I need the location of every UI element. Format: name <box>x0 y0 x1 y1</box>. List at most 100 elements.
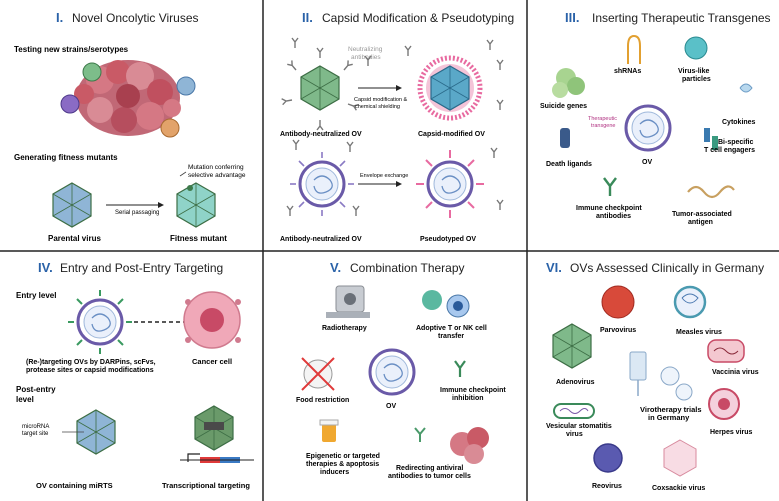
epigenetic-label-line3: inducers <box>320 469 349 476</box>
virus-strain-icons <box>60 62 196 138</box>
retargeting-label-line2: protease sites or capsid modifications <box>26 367 154 374</box>
adoptive-transfer-line2: transfer <box>438 333 464 340</box>
virotherapy-trials-line1: Virotherapy trials <box>640 405 702 414</box>
retargeting-label-line1: (Re-)targeting OVs by DARPins, scFvs, <box>26 359 156 366</box>
suicide-gene-icon <box>552 68 585 98</box>
death-ligand-icon <box>560 128 570 148</box>
checkpoint-inhibition-line2: inhibition <box>452 395 484 402</box>
panel-capsid-modification: II. Capsid Modification & Pseudotyping N… <box>280 10 514 243</box>
subheading-fitness-mutants: Generating fitness mutants <box>14 153 118 162</box>
orange-virus-icon <box>160 118 180 138</box>
measles-virus-label: Measles virus <box>676 329 722 336</box>
panel-novel-oncolytic-viruses: I. Novel Oncolytic Viruses Testing new s… <box>14 10 246 243</box>
measles-virus-icon <box>673 285 707 319</box>
epigenetic-label-line2: therapies & apoptosis <box>306 461 379 468</box>
parvovirus-label: Parvovirus <box>600 327 636 334</box>
ov-mirts-label: OV containing miRTS <box>36 481 113 490</box>
redirect-label-line2: antibodies to tumor cells <box>388 473 471 480</box>
panel-numeral: I. <box>56 10 63 25</box>
food-restriction-icon <box>301 357 335 391</box>
retargeted-ov-icon <box>68 290 132 354</box>
antibody-neutralized-ov-label-1: Antibody-neutralized OV <box>280 131 362 138</box>
parental-virus-label: Parental virus <box>48 234 101 243</box>
ov-label: OV <box>642 159 652 166</box>
panel-entry-targeting: IV. Entry and Post-Entry Targeting Entry… <box>16 260 254 490</box>
vsv-icon <box>553 403 595 419</box>
adenovirus-label: Adenovirus <box>556 379 595 386</box>
panel-title: Inserting Therapeutic Transgenes <box>592 11 771 25</box>
cancer-cell-icon <box>183 291 241 349</box>
cytokines-label: Cytokines <box>722 119 756 126</box>
post-entry-label-line1: Post-entry <box>16 385 56 394</box>
pill-bottle-icon <box>319 419 339 442</box>
virus-like-particle-icon <box>684 36 708 60</box>
panel-title: OVs Assessed Clinically in Germany <box>570 261 764 275</box>
neutralizing-antibodies-line1: Neutralizing <box>348 46 383 53</box>
panel-title: Capsid Modification & Pseudotyping <box>322 11 514 25</box>
capsid-note-line1: Capsid modification & <box>354 97 408 103</box>
cytokine-icon <box>739 83 753 93</box>
panel-ovs-germany: VI. OVs Assessed Clinically in Germany P… <box>546 260 764 492</box>
blue-virus-icon <box>176 76 196 96</box>
panel-title: Entry and Post-Entry Targeting <box>60 261 223 275</box>
mutation-note-line2: selective advantage <box>188 172 246 179</box>
fitness-mutant-label: Fitness mutant <box>170 234 227 243</box>
mutation-note-line1: Mutation conferring <box>188 164 244 171</box>
reovirus-icon <box>593 443 623 473</box>
serial-passaging-label: Serial passaging <box>115 210 159 216</box>
combination-ov-label: OV <box>386 403 396 410</box>
post-entry-label-line2: level <box>16 395 34 404</box>
bispecific-label-line2: T cell engagers <box>704 147 755 154</box>
purple-virus-icon <box>60 94 80 114</box>
panel-numeral: VI. <box>546 260 562 275</box>
panel-combination-therapy: V. Combination Therapy Radiotherapy Adop… <box>296 260 506 480</box>
radiotherapy-machine-icon <box>326 285 370 318</box>
parvovirus-icon <box>601 285 635 319</box>
checkpoint-antibodies-line1: Immune checkpoint <box>576 205 642 212</box>
green-virus-icon <box>82 62 102 82</box>
antibody-neutralized-ov-icon-1 <box>300 65 340 111</box>
virotherapy-trials-icon <box>629 351 693 401</box>
panel-numeral: III. <box>565 10 579 25</box>
parental-virus-icon <box>52 182 92 228</box>
mirna-label-line2: target site <box>22 431 49 437</box>
capsid-modified-ov-icon <box>404 39 504 121</box>
coxsackie-virus-icon <box>663 439 697 477</box>
redirect-label-line1: Redirecting antiviral <box>396 465 463 472</box>
tumor-antigen-icon <box>687 185 735 199</box>
redirect-antibody-tumor-icon <box>414 427 489 464</box>
capsid-modified-ov-label: Capsid-modified OV <box>418 131 485 138</box>
epigenetic-label-line1: Epigenetic or targeted <box>306 453 380 460</box>
checkpoint-inhibition-line1: Immune checkpoint <box>440 387 506 394</box>
panel-title: Combination Therapy <box>350 261 465 275</box>
vaccinia-virus-label: Vaccinia virus <box>712 369 759 376</box>
checkpoint-antibody-icon <box>603 177 617 196</box>
entry-level-label: Entry level <box>16 291 56 300</box>
bispecific-label-line1: Bi-specific <box>718 139 754 146</box>
shrna-icon <box>627 34 641 64</box>
transcriptional-targeting-icon <box>180 405 254 463</box>
shrnas-label: shRNAs <box>614 68 641 75</box>
reovirus-label: Reovirus <box>592 483 622 490</box>
death-ligands-label: Death ligands <box>546 161 592 168</box>
pseudotyped-ov-label: Pseudotyped OV <box>420 236 476 243</box>
panel-numeral: V. <box>330 260 341 275</box>
combination-ov-icon <box>368 348 416 396</box>
checkpoint-antibodies-line2: antibodies <box>596 213 631 220</box>
vlp-label-line2: particles <box>682 76 711 83</box>
suicide-genes-label: Suicide genes <box>540 103 587 110</box>
vsv-label-line1: Vesicular stomatitis <box>546 423 612 430</box>
vsv-label-line2: virus <box>566 431 583 438</box>
checkpoint-inhibitor-icon <box>454 360 466 377</box>
ov-with-transgene-icon <box>624 104 672 152</box>
coxsackie-virus-label: Coxsackie virus <box>652 485 705 492</box>
bispecific-engager-icon <box>704 128 718 150</box>
vaccinia-virus-icon <box>707 339 745 363</box>
pseudotyped-ov-icon <box>416 147 504 218</box>
tumor-antigen-line1: Tumor-associated <box>672 211 732 218</box>
transgene-label-line2: transgene <box>591 123 615 129</box>
adoptive-cell-icon <box>422 290 470 318</box>
herpes-virus-icon <box>708 388 740 420</box>
